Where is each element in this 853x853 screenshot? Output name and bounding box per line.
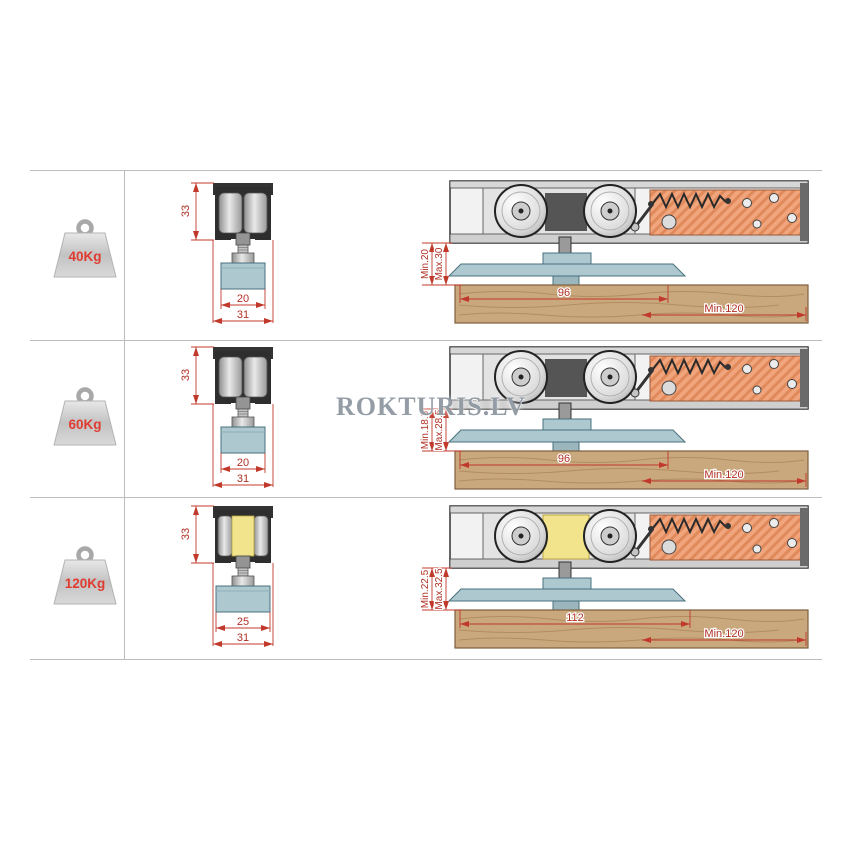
dim-max-clearance-label: Max.28.5 xyxy=(434,409,445,451)
dim-track-width-label: 31 xyxy=(237,309,249,321)
grid-line-row2-row3 xyxy=(30,497,822,498)
dim-track-width-label: 31 xyxy=(237,473,249,485)
dim-track-width-label: 31 xyxy=(237,632,249,644)
side-view-mount-and-door xyxy=(448,561,809,649)
cross-section-view xyxy=(212,182,274,290)
dim-track-height-label: 33 xyxy=(180,205,192,217)
dim-pad-width-label: 25 xyxy=(237,616,249,628)
spec-row-60kg: 60Kg 33 20 31 Min.18.5 Max.28.5 96 xyxy=(0,345,810,490)
dim-min-length-label: Min.120 xyxy=(704,469,743,481)
grid-line-vertical-divider xyxy=(124,170,125,659)
side-view-mount-and-door xyxy=(448,236,809,324)
spec-row-120kg: 120Kg 33 25 31 Min.22.5 Max.32.5 112 xyxy=(0,504,810,649)
dim-hole-span-label: 112 xyxy=(566,612,584,624)
grid-line-bottom xyxy=(30,659,822,660)
watermark-text: ROKTURIS.LV xyxy=(336,392,526,421)
dim-min-clearance-label: Min.22.5 xyxy=(420,569,431,608)
cross-section-dimension-lines xyxy=(191,346,274,488)
cross-section-view xyxy=(212,505,274,613)
dim-min-clearance-label: Min.18.5 xyxy=(420,410,431,449)
dim-pad-width-label: 20 xyxy=(237,457,249,469)
carriage-connector-block xyxy=(545,193,587,231)
cross-section-dimension-lines xyxy=(191,182,274,324)
dim-track-height-label: 33 xyxy=(180,369,192,381)
dim-max-clearance-label: Max.32.5 xyxy=(434,568,445,610)
cross-section-dimension-lines xyxy=(191,505,274,647)
cross-section-view xyxy=(212,346,274,454)
weight-label: 60Kg xyxy=(68,417,101,432)
side-view-dimension-lines xyxy=(422,567,807,646)
dim-hole-span-label: 96 xyxy=(558,453,570,465)
dim-track-height-label: 33 xyxy=(180,528,192,540)
carriage-connector-block xyxy=(542,514,590,560)
grid-line-row1-row2 xyxy=(30,340,822,341)
weight-label: 40Kg xyxy=(68,249,101,264)
weight-label: 120Kg xyxy=(65,576,106,591)
dim-max-clearance-label: Max.30 xyxy=(434,247,445,280)
side-view-dimension-lines xyxy=(422,242,807,321)
dim-min-length-label: Min.120 xyxy=(704,628,743,640)
dim-pad-width-label: 20 xyxy=(237,293,249,305)
dim-hole-span-label: 96 xyxy=(558,287,570,299)
dim-min-clearance-label: Min.20 xyxy=(420,249,431,279)
dim-min-length-label: Min.120 xyxy=(704,303,743,315)
side-view-dimension-lines xyxy=(422,408,807,487)
carriage-connector-block xyxy=(545,359,587,397)
spec-row-40kg: 40Kg 33 20 31 Min.20 Max.30 96 Min xyxy=(0,179,810,324)
grid-line-top xyxy=(30,170,822,171)
